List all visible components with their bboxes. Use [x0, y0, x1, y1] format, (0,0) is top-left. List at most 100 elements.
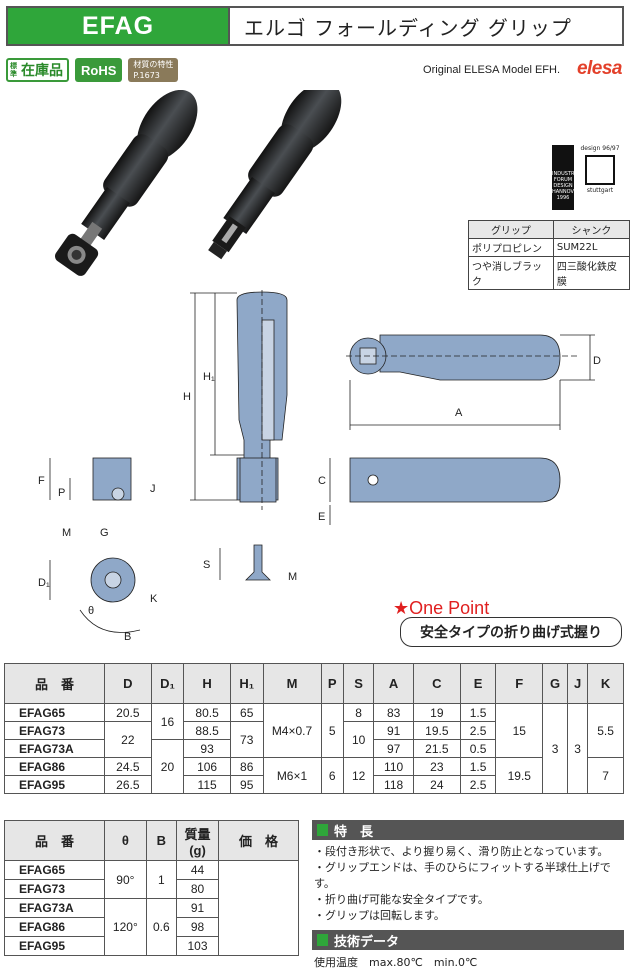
spec-header-row: 品 番 D D₁ H H₁ M P S A C E F G J K	[4, 663, 624, 704]
spec-header: J	[567, 663, 589, 704]
spec2-header-row: 品 番 θ B 質量(g) 価 格	[4, 820, 299, 861]
technical-drawings: H H₁ A D C E F P J M G D₁ K B S M θ	[38, 290, 601, 643]
dim-J: J	[150, 483, 156, 495]
cell-E: 2.5	[459, 775, 497, 794]
table-row: EFAG95 103	[4, 936, 299, 956]
material-badge-line1: 材質の特性	[133, 60, 174, 69]
cell-C: 19	[413, 703, 461, 722]
cell-mass: 80	[176, 879, 219, 899]
spec-header: S	[343, 663, 375, 704]
spec-header: F	[495, 663, 544, 704]
cell-D1: 16	[150, 703, 185, 740]
material-header-shank: シャンク	[552, 220, 630, 239]
spec2-header: θ	[104, 820, 147, 861]
cell-D: 24.5	[104, 757, 152, 776]
cell-A: 97	[373, 739, 414, 758]
dim-E: E	[318, 511, 325, 523]
cell-M: M4×0.7	[262, 703, 322, 758]
product-code-cell: EFAG73A	[4, 739, 105, 758]
original-model-text: Original ELESA Model EFH.	[423, 64, 560, 76]
dim-G: G	[100, 527, 109, 539]
dim-D: D	[593, 355, 601, 367]
cell-theta: 120°	[104, 898, 147, 956]
feature-item: ・グリップエンドは、手のひらにフィットする半球仕上げです。	[314, 861, 611, 890]
cell-M: M6×1	[262, 757, 322, 794]
spec-header: M	[262, 663, 322, 704]
dimension-labels: H H₁ A D C E F P J M G D₁ K B S M θ	[38, 355, 601, 643]
cell-C: 23	[413, 757, 461, 776]
if-award-icon: INDUSTRIE FORUM DESIGN HANNOVER 1996	[552, 145, 581, 210]
cell-B: 0.6	[145, 898, 178, 956]
tech-text: 使用温度 max.80℃ min.0℃	[314, 956, 478, 969]
material-cell: SUM22L	[552, 238, 630, 257]
cell-C: 21.5	[413, 739, 461, 758]
header: EFAG エルゴ フォールディング グリップ	[6, 6, 624, 48]
dim-C: C	[318, 475, 326, 487]
cell-H1: 73	[229, 721, 264, 758]
features-section: 特 長 ・段付き形状で、より握り易く、滑り防止となっています。 ・グリップエンド…	[312, 820, 624, 974]
dim-B: B	[124, 631, 131, 643]
cell-H1: 65	[229, 703, 264, 722]
cell-G: 3	[542, 703, 569, 794]
table-row: EFAG95 26.5 115 95 118 24 2.5	[4, 775, 624, 794]
table-row: EFAG65 20.5 16 80.5 65 M4×0.7 5 8 83 19 …	[4, 703, 624, 794]
one-point-title: ★ One Point	[393, 598, 489, 619]
spec-header: C	[413, 663, 461, 704]
cell-E: 1.5	[459, 757, 497, 776]
cell-mass: 91	[176, 898, 219, 918]
spec-header: A	[373, 663, 414, 704]
design-award-mark	[585, 155, 615, 185]
one-point-label: One Point	[409, 598, 490, 618]
spec2-header: 価 格	[218, 820, 299, 861]
cell-B: 1	[145, 860, 178, 899]
cell-H: 115	[183, 775, 231, 794]
tech-heading: 技術データ	[312, 930, 624, 950]
product-code-cell: EFAG65	[4, 703, 105, 722]
dim-D1: D₁	[38, 577, 50, 589]
product-code-cell: EFAG65	[4, 860, 105, 880]
cell-theta: 90°	[104, 860, 147, 899]
cell-K: 7	[587, 757, 624, 794]
design-award-year: design 96/97	[580, 145, 620, 152]
cell-price	[218, 860, 299, 956]
material-cell: 四三酸化鉄皮膜	[552, 256, 630, 290]
cell-P: 6	[320, 757, 345, 794]
badges: 標準 在庫品 RoHS 材質の特性 P.1673	[6, 58, 179, 82]
spec-table: 品 番 D D₁ H H₁ M P S A C E F G J K EFAG65…	[4, 663, 624, 794]
cell-mass: 98	[176, 917, 219, 937]
material-cell: ポリプロピレン	[468, 238, 554, 257]
design-awards: INDUSTRIE FORUM DESIGN HANNOVER 1996 des…	[552, 145, 620, 210]
cell-E: 1.5	[459, 703, 497, 722]
cell-D1: 20	[150, 739, 185, 794]
dim-S: S	[203, 559, 210, 571]
spec-header: P	[320, 663, 345, 704]
cell-C: 19.5	[413, 721, 461, 740]
spec2-header: 質量(g)	[176, 820, 219, 861]
spec-table-2: 品 番 θ B 質量(g) 価 格 EFAG65 90° 1 44 EFAG73…	[4, 820, 299, 956]
cell-H1: 95	[229, 775, 264, 794]
table-row: EFAG65 90° 1 44	[4, 860, 299, 956]
spec-header: G	[542, 663, 569, 704]
stock-badge: 標準 在庫品	[6, 58, 69, 82]
material-cell: つや消しブラック	[468, 256, 554, 290]
design-stuttgart-icon: design 96/97 stuttgart	[580, 145, 620, 205]
cell-P: 5	[320, 703, 345, 758]
cell-F: 19.5	[495, 757, 544, 794]
star-icon: ★	[393, 598, 410, 618]
spec-header: H₁	[229, 663, 264, 704]
dim-F: F	[38, 475, 45, 487]
cell-E: 2.5	[459, 721, 497, 740]
spec-header: D₁	[150, 663, 185, 704]
dim-A: A	[455, 407, 463, 419]
elesa-logo: elesa	[576, 58, 623, 79]
product-code-cell: EFAG86	[4, 917, 105, 937]
dim-K: K	[150, 593, 158, 605]
cell-A: 91	[373, 721, 414, 740]
cell-H: 106	[183, 757, 231, 776]
cell-A: 118	[373, 775, 414, 794]
spec-header: H	[183, 663, 231, 704]
cell-H: 93	[183, 739, 231, 758]
cell-D: 26.5	[104, 775, 152, 794]
cell-C: 24	[413, 775, 461, 794]
spec-header: E	[459, 663, 497, 704]
